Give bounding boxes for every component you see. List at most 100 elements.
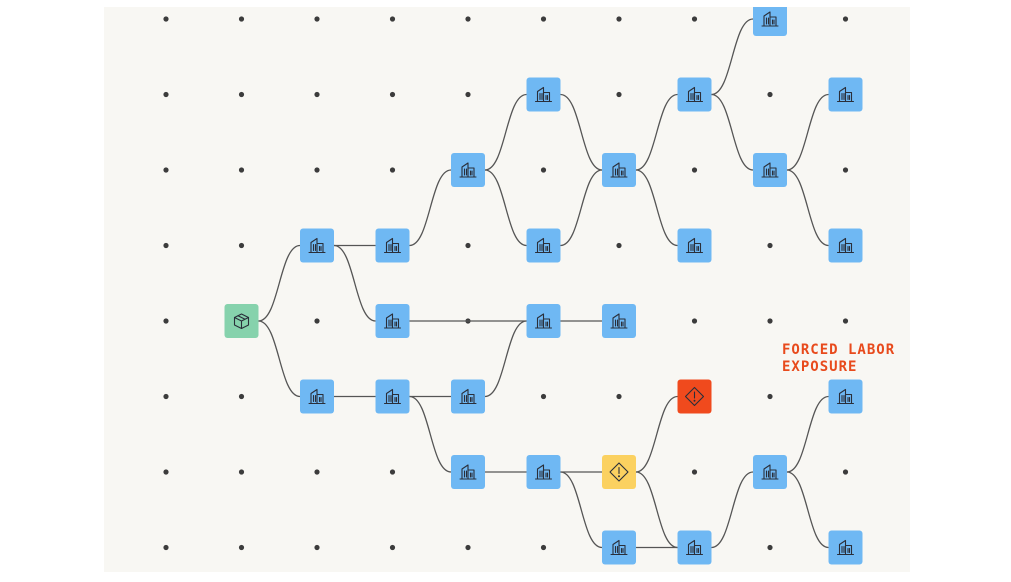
- building-icon: [685, 86, 704, 103]
- building-icon: [685, 237, 704, 254]
- grid-dot: [842, 318, 849, 324]
- grid-dot: [238, 469, 245, 475]
- edge-n1-n4: [333, 244, 376, 322]
- node-facility-n26[interactable]: [828, 379, 863, 414]
- node-alert-n19[interactable]: [677, 379, 712, 414]
- grid-dot: [691, 469, 698, 475]
- grid-dot: [314, 91, 320, 98]
- node-facility-n7[interactable]: [451, 379, 485, 414]
- grid-dot: [314, 16, 320, 22]
- grid-dot: [163, 318, 169, 324]
- edge-n13-n17: [635, 93, 678, 171]
- node-facility-n16[interactable]: [602, 530, 636, 565]
- node-facility-n22[interactable]: [753, 153, 787, 187]
- grid-dot: [465, 91, 471, 98]
- edge-n17-n22: [711, 93, 754, 171]
- node-facility-n11[interactable]: [526, 304, 561, 338]
- nodes: [224, 7, 863, 565]
- grid-dot: [842, 469, 849, 475]
- grid-dot: [238, 16, 245, 22]
- grid-dot: [314, 318, 320, 324]
- node-facility-n17[interactable]: [677, 77, 712, 112]
- node-facility-n14[interactable]: [602, 304, 636, 338]
- grid-dot: [465, 544, 471, 551]
- building-icon: [610, 313, 628, 329]
- edge-n5-n8: [409, 395, 452, 473]
- building-icon: [308, 237, 326, 254]
- node-facility-n21[interactable]: [753, 7, 787, 36]
- building-icon: [534, 464, 553, 480]
- node-facility-n4[interactable]: [375, 304, 410, 338]
- node-facility-n5[interactable]: [375, 379, 410, 414]
- grid-dot: [691, 318, 698, 324]
- grid-dot: [314, 544, 320, 551]
- node-facility-n25[interactable]: [828, 228, 863, 263]
- grid-dot: [163, 16, 169, 22]
- grid-dot: [389, 16, 396, 22]
- edge-n23-n27: [786, 471, 829, 549]
- grid-dot: [163, 544, 169, 551]
- node-facility-n10[interactable]: [526, 228, 561, 263]
- grid-dot: [389, 469, 396, 475]
- grid-dot: [691, 167, 698, 173]
- edge-n17-n21: [711, 18, 754, 96]
- building-icon: [761, 11, 779, 27]
- warning-icon: [609, 462, 629, 482]
- building-icon: [383, 313, 402, 329]
- building-icon: [308, 388, 326, 405]
- grid-dot: [540, 16, 547, 22]
- grid-dot: [163, 393, 169, 400]
- building-icon: [836, 539, 855, 556]
- grid-dot: [163, 469, 169, 475]
- node-facility-n24[interactable]: [828, 77, 863, 112]
- edge-n0-n2: [258, 320, 301, 398]
- node-facility-n13[interactable]: [602, 153, 636, 187]
- grid-dot: [163, 91, 169, 98]
- building-icon: [761, 464, 779, 480]
- node-facility-n18[interactable]: [677, 228, 712, 263]
- building-icon: [459, 388, 477, 405]
- node-facility-n9[interactable]: [526, 77, 561, 112]
- grid-dot: [314, 469, 320, 475]
- building-icon: [459, 464, 477, 480]
- grid-dot: [389, 544, 396, 551]
- grid-dot: [691, 16, 698, 22]
- forced-labor-exposure-label: FORCED LABOR EXPOSURE: [782, 342, 895, 376]
- node-facility-n12[interactable]: [526, 455, 561, 489]
- node-facility-n20[interactable]: [677, 530, 712, 565]
- node-facility-n1[interactable]: [300, 228, 334, 263]
- building-icon: [836, 388, 855, 405]
- grid-dot: [616, 91, 622, 98]
- node-facility-n8[interactable]: [451, 455, 485, 489]
- edge-n15-n19: [635, 395, 678, 473]
- grid-dot: [767, 393, 773, 400]
- edge-n20-n23: [711, 471, 754, 549]
- building-icon: [534, 313, 553, 329]
- node-facility-n2[interactable]: [300, 379, 334, 414]
- node-facility-n6[interactable]: [451, 153, 485, 187]
- node-origin-n0[interactable]: [224, 304, 259, 338]
- grid-dot: [767, 544, 773, 551]
- grid-dot: [465, 242, 471, 249]
- grid-dot: [767, 318, 773, 324]
- grid-dot: [238, 242, 245, 249]
- edge-n22-n24: [786, 93, 829, 171]
- edge-n12-n16: [560, 471, 603, 549]
- grid-dot: [767, 242, 773, 249]
- building-icon: [534, 237, 553, 254]
- building-icon: [610, 162, 628, 178]
- grid-dot: [163, 167, 169, 173]
- edges: [258, 18, 829, 549]
- grid-dot: [540, 167, 547, 173]
- node-warning-n15[interactable]: [602, 455, 636, 489]
- edge-n0-n1: [258, 244, 301, 322]
- building-icon: [836, 86, 855, 103]
- building-icon: [459, 162, 477, 178]
- node-facility-n27[interactable]: [828, 530, 863, 565]
- building-icon: [383, 388, 402, 405]
- node-facility-n23[interactable]: [753, 455, 787, 489]
- node-facility-n3[interactable]: [375, 228, 410, 263]
- grid-dot: [163, 242, 169, 249]
- building-icon: [610, 539, 628, 556]
- edge-n6-n10: [484, 169, 527, 247]
